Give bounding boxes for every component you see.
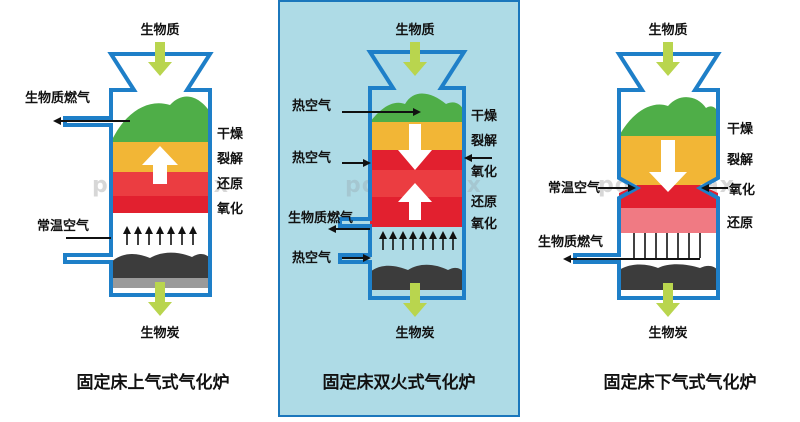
downdraft-gas-descend-lines [633,233,701,258]
twin-gas-out-label: 生物质燃气 [288,210,353,226]
updraft-feed-label: 生物质 [140,22,179,38]
twin-up-flow-arrow [398,183,432,220]
updraft-oxidation-zone [111,196,210,213]
updraft-zone-oxidation: 氧化 [216,201,243,217]
downdraft-reduction-zone [619,208,718,233]
twin-zone-pyrolysis: 裂解 [470,133,497,149]
updraft-gasifier: 生物质 生物质燃气 干燥 裂解 还原 氧化 常温空气 生物炭 固定床上气式气化炉 [25,22,244,393]
updraft-gas-flow-arrow [142,146,178,184]
twin-hot-air-top-label: 热空气 [292,98,331,114]
twin-zone-oxidation-lower: 氧化 [470,216,497,232]
twin-air-rise-arrows [379,231,457,250]
updraft-air-rise-arrows [123,226,197,245]
twin-feed-label: 生物质 [395,22,434,38]
updraft-drying-zone [111,96,210,142]
downdraft-drying-zone [619,97,718,136]
downdraft-air-in-right-label: 氧化 [728,182,755,198]
downdraft-zone-reduction: 还原 [726,215,753,231]
twin-caption: 固定床双火式气化炉 [323,372,476,393]
twin-down-flow-arrow [398,124,432,170]
downdraft-oxidation-throat [619,185,718,208]
downdraft-gas-out-label: 生物质燃气 [538,234,603,250]
updraft-zone-pyrolysis: 裂解 [216,151,243,167]
twin-reactor-wall [338,50,468,300]
updraft-air-in-label: 常温空气 [37,218,89,234]
downdraft-zone-pyrolysis: 裂解 [726,152,753,168]
updraft-product-label: 生物炭 [140,325,179,341]
updraft-caption: 固定床上气式气化炉 [77,372,230,393]
downdraft-feed-label: 生物质 [648,22,687,38]
downdraft-product-arrow [656,283,680,317]
twin-hot-air-bottom-label: 热空气 [292,250,331,266]
twin-feed-arrow [403,42,427,76]
twin-hot-air-mid-label: 热空气 [292,150,331,166]
twin-ash-bed [370,264,464,290]
twin-zone-oxidation-upper: 氧化 [470,164,497,180]
downdraft-gasifier: 生物质 干燥 裂解 常温空气 氧化 还原 生物质燃气 生物炭 固定床下气式气化炉 [538,22,757,393]
downdraft-product-label: 生物炭 [648,325,687,341]
updraft-zone-drying: 干燥 [217,126,244,142]
downdraft-zone-drying: 干燥 [727,121,754,137]
downdraft-air-in-left-label: 常温空气 [548,180,600,196]
twin-product-arrow [403,283,427,317]
twin-zone-reduction: 还原 [470,194,497,210]
downdraft-feed-arrow [656,42,680,76]
updraft-product-arrow [148,282,172,316]
updraft-ash-bed [111,252,210,278]
twin-zone-drying: 干燥 [471,108,498,124]
updraft-feed-arrow [148,42,172,76]
updraft-zone-reduction: 还原 [216,176,243,192]
twin-drying-zone [370,93,464,122]
downdraft-ash-bed [619,264,718,290]
updraft-gas-out-label: 生物质燃气 [25,90,90,106]
downdraft-reactor-wall [573,52,722,300]
twin-product-label: 生物炭 [395,325,434,341]
updraft-reactor-wall [63,52,214,297]
downdraft-caption: 固定床下气式气化炉 [604,372,757,393]
downdraft-flow-arrow [649,140,687,192]
twin-fire-gasifier: 生物质 热空气 热空气 生物质燃气 热空气 干燥 裂解 氧化 还原 氧化 生物炭… [288,22,498,393]
